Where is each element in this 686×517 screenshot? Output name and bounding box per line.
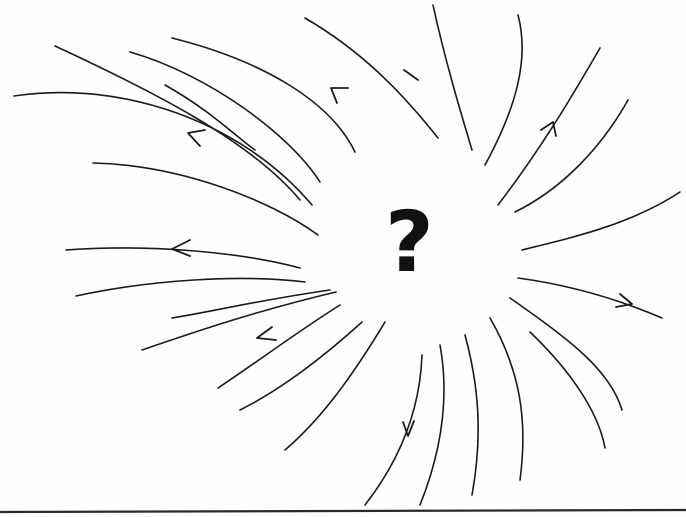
field-line [485, 15, 522, 165]
field-line [490, 318, 523, 480]
arrowhead [404, 70, 418, 80]
arrowhead [188, 130, 205, 146]
field-line [420, 345, 444, 505]
arrowhead [331, 88, 348, 103]
field-line [130, 52, 320, 182]
field-line [285, 322, 385, 450]
bottom-edge-line [0, 510, 686, 512]
field-line [218, 305, 340, 388]
field-line [165, 85, 255, 150]
field-line [14, 93, 312, 205]
field-line [498, 48, 600, 205]
field-line [305, 18, 438, 138]
field-line [142, 292, 336, 350]
field-line [522, 192, 680, 250]
field-line [93, 163, 318, 235]
field-line [433, 5, 472, 150]
arrowhead [257, 327, 276, 340]
field-line [465, 335, 478, 495]
field-line [76, 278, 305, 296]
field-line [240, 322, 362, 410]
field-line [515, 100, 628, 212]
field-line [365, 355, 422, 505]
field-line [66, 248, 300, 268]
arrowhead [616, 294, 632, 307]
field-line [530, 332, 605, 448]
field-line [510, 298, 622, 410]
field-line [518, 278, 662, 318]
arrowhead [172, 240, 190, 256]
field-line [172, 38, 355, 152]
unknown-source-symbol: ? [385, 200, 434, 284]
